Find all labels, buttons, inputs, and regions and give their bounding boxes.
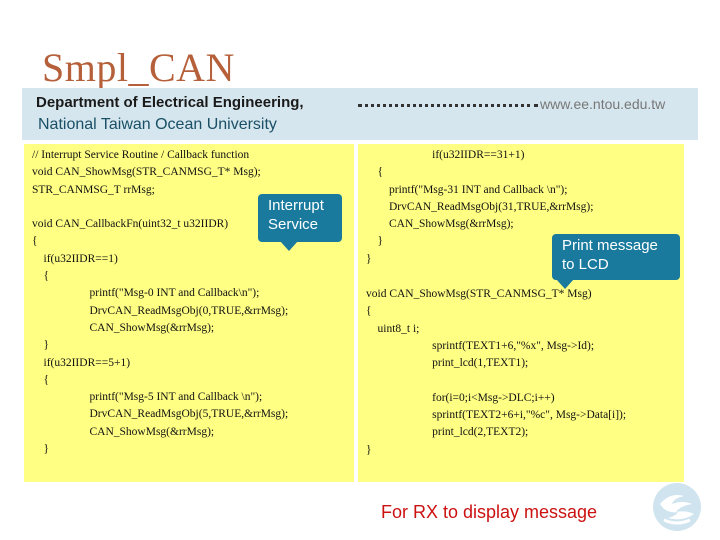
code-panel-right [358, 144, 684, 482]
interrupt-callout-line1: Interrupt [268, 197, 324, 214]
university-logo-icon [653, 483, 701, 531]
header-band [22, 88, 698, 140]
website-url: www.ee.ntou.edu.tw [540, 96, 666, 112]
department-name: Department of Electrical Engineering, [36, 94, 304, 111]
university-name: National Taiwan Ocean University [38, 116, 277, 133]
code-block-showmsg: void CAN_ShowMsg(STR_CANMSG_T* Msg) { ui… [366, 288, 627, 456]
interrupt-service-callout: Interrupt Service [258, 194, 342, 251]
interrupt-callout-line2: Service [268, 216, 319, 233]
print-lcd-callout: Print message to LCD [552, 234, 680, 289]
lcd-callout-line2: to LCD [562, 256, 609, 273]
lcd-callout-line1: Print message [562, 237, 658, 254]
slide-title: Smpl_CAN [42, 45, 235, 90]
code-block-msg31: if(u32IIDR==31+1) { printf("Msg-31 INT a… [366, 149, 594, 265]
code-block-callback: // Interrupt Service Routine / Callback … [32, 149, 289, 456]
dotted-divider [358, 104, 538, 107]
rx-display-caption: For RX to display message [358, 497, 620, 527]
